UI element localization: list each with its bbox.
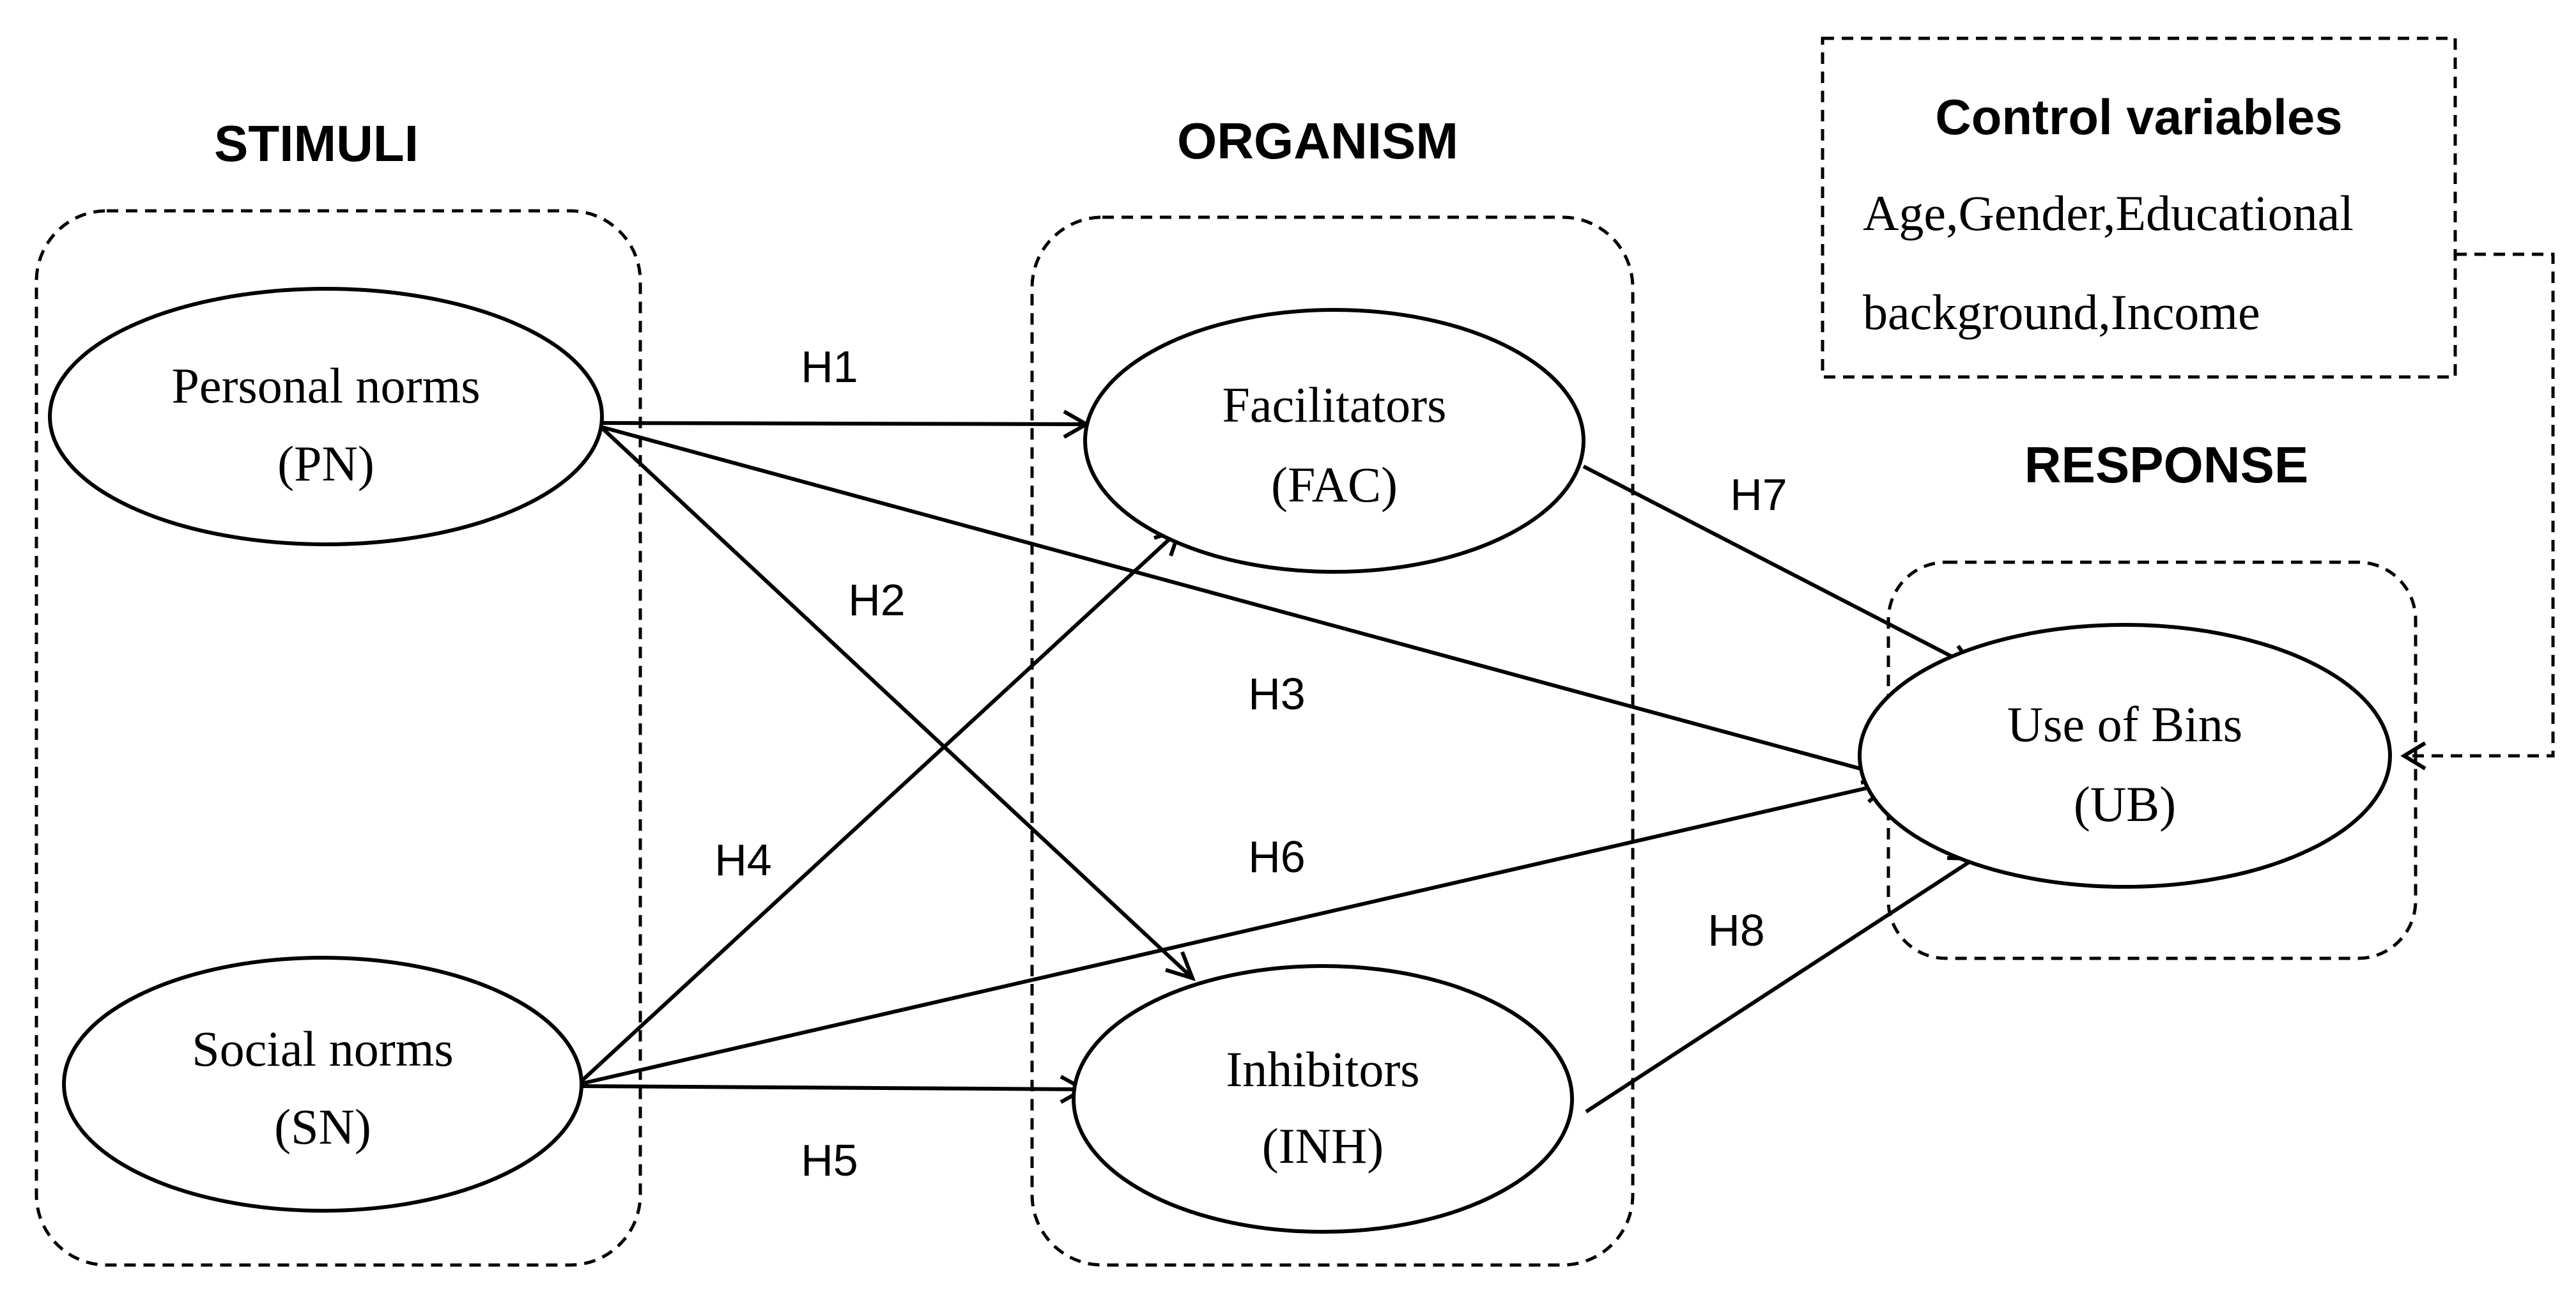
node-social-norms: Social norms (SN): [62, 956, 583, 1213]
arrow-h6: [581, 781, 1891, 1085]
use-of-bins-abbr: (UB): [2074, 776, 2176, 832]
arrowhead-h2: [1165, 951, 1196, 981]
control-variables-line1: Age,Gender,Educational: [1863, 185, 2354, 241]
control-connector-arrowhead: [2400, 741, 2426, 771]
hypothesis-label-h7: H7: [1730, 470, 1787, 519]
arrow-h7: [1582, 464, 1975, 670]
hypothesis-label-h6: H6: [1248, 832, 1305, 882]
inhibitors-ellipse: [1072, 964, 1574, 1234]
control-variables-box: [1821, 36, 2457, 379]
hypothesis-label-h5: H5: [801, 1135, 858, 1185]
node-personal-norms: Personal norms (PN): [48, 287, 604, 546]
arrow-h3: [600, 425, 1889, 778]
arrow-h8: [1585, 857, 1975, 1114]
stimuli-heading: STIMULI: [214, 115, 419, 172]
arrow-h4: [580, 528, 1181, 1083]
hypothesis-label-h4: H4: [714, 835, 771, 885]
facilitators-ellipse: [1083, 308, 1585, 574]
hypothesis-label-h2: H2: [848, 575, 905, 625]
use-of-bins-ellipse: [1858, 623, 2392, 889]
personal-norms-abbr: (PN): [277, 436, 374, 491]
social-norms-ellipse: [62, 956, 583, 1213]
hypothesis-label-h8: H8: [1708, 905, 1764, 955]
inhibitors-abbr: (INH): [1262, 1118, 1384, 1174]
node-use-of-bins: Use of Bins (UB): [1858, 623, 2392, 889]
node-inhibitors: Inhibitors (INH): [1072, 964, 1574, 1234]
hypothesis-label-h3: H3: [1248, 669, 1305, 719]
hypothesis-label-h1: H1: [801, 342, 858, 392]
personal-norms-label: Personal norms: [171, 358, 480, 413]
personal-norms-ellipse: [48, 287, 604, 546]
use-of-bins-label: Use of Bins: [2007, 696, 2242, 752]
control-connector-line: [2409, 252, 2555, 758]
facilitators-abbr: (FAC): [1271, 457, 1398, 512]
arrow-h2: [599, 425, 1194, 979]
arrow-h1: [600, 421, 1087, 426]
facilitators-label: Facilitators: [1222, 377, 1447, 433]
organism-heading: ORGANISM: [1177, 112, 1458, 169]
response-heading: RESPONSE: [2025, 436, 2309, 493]
node-facilitators: Facilitators (FAC): [1083, 308, 1585, 574]
social-norms-label: Social norms: [192, 1021, 453, 1077]
organism-group-box: [1030, 215, 1635, 1267]
arrow-h5: [581, 1084, 1084, 1091]
social-norms-abbr: (SN): [274, 1099, 371, 1154]
control-variables-title: Control variables: [1935, 89, 2342, 145]
stimuli-group-box: [35, 209, 642, 1267]
control-variables-line2: background,Income: [1863, 284, 2260, 340]
inhibitors-label: Inhibitors: [1226, 1041, 1419, 1097]
